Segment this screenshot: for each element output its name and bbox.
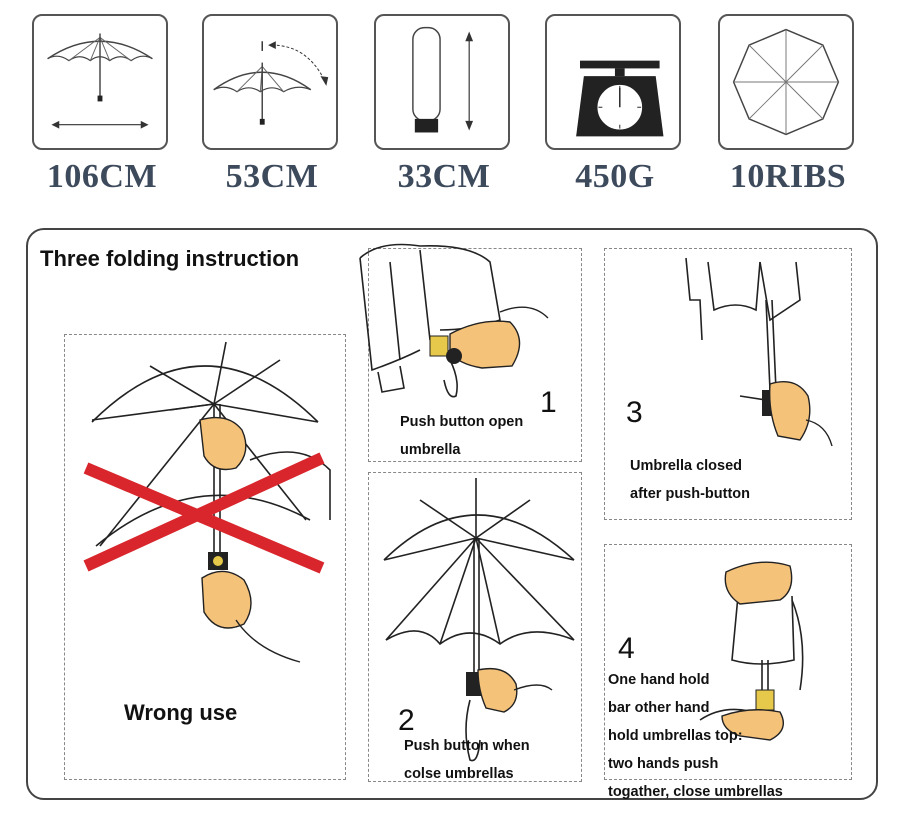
spec-box-ribs [718,14,854,150]
step-4-number: 4 [618,632,635,665]
open-umbrella-width-icon [47,33,153,129]
instruction-title: Three folding instruction [40,246,300,271]
step-2-line-1: Push button when [404,738,530,754]
umbrella-length-icon [213,41,329,125]
step-3-line-1: Umbrella closed [630,458,743,474]
step-1-line-1: Push button open [400,414,524,430]
step-3-line-2: after push-button [630,486,751,502]
wrong-use-frame [64,334,346,780]
step-1-caption: Push button open umbrella [400,408,523,464]
step-3-number: 3 [626,396,643,429]
spec-box-length [202,14,338,150]
wrong-use-label: Wrong use [124,700,238,725]
step-4-line-3: hold umbrellas top: [608,728,743,744]
spec-box-width [32,14,168,150]
step-3-frame [604,248,852,520]
step-4-line-4: two hands push [608,756,719,772]
step-3-caption: Umbrella closed after push-button [630,452,750,508]
spec-label-weight: 450G [575,158,655,195]
spec-label-width: 106CM [46,158,158,195]
step-4-line-1: One hand hold [608,672,710,688]
step-4-caption: One hand hold bar other hand hold umbrel… [608,666,783,806]
step-4-line-2: bar other hand [608,700,710,716]
step-4-frame [604,544,852,780]
step-4-line-5: togather, close umbrellas [608,784,783,800]
step-2-line-2: colse umbrellas [404,766,514,782]
step-2-caption: Push button when colse umbrellas [404,732,530,788]
umbrella-ribs-icon [732,28,840,136]
step-2-number: 2 [398,704,415,737]
weighing-scale-icon [576,60,664,137]
spec-label-ribs: 10RIBS [729,158,847,195]
step-2-frame [368,472,582,782]
spec-label-folded: 33CM [397,158,491,195]
folded-umbrella-icon [412,26,474,133]
step-1-number: 1 [540,386,557,419]
step-1-line-2: umbrella [400,442,461,458]
spec-box-weight [545,14,681,150]
spec-box-folded [374,14,510,150]
spec-label-length: 53CM [225,158,319,195]
